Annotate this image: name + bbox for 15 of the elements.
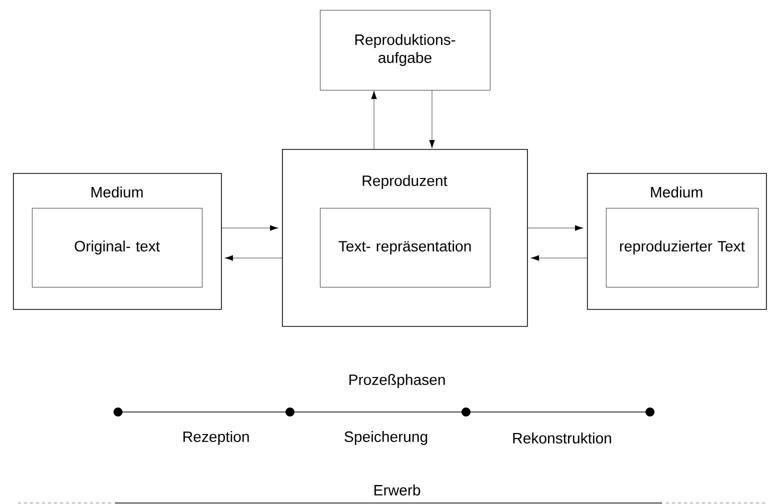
arrow (526, 225, 584, 231)
arrow (429, 90, 435, 148)
arrow (220, 225, 278, 231)
phase-label: Rekonstruktion (513, 432, 612, 444)
text-box: Original- text (32, 208, 202, 288)
phase-heading: Prozeßphasen (349, 374, 445, 388)
text-box: Text- repräsentation (320, 208, 490, 288)
phase-label: Rezeption (183, 431, 249, 445)
text-box: Reproduktions- aufgabe (320, 10, 490, 90)
phase-heading: Erwerb (374, 484, 420, 496)
phase-label: Speicherung (344, 431, 428, 445)
text-box: reproduzierter Text (606, 208, 758, 288)
arrow (530, 255, 588, 261)
arrow (224, 255, 282, 261)
arrow (371, 90, 377, 150)
